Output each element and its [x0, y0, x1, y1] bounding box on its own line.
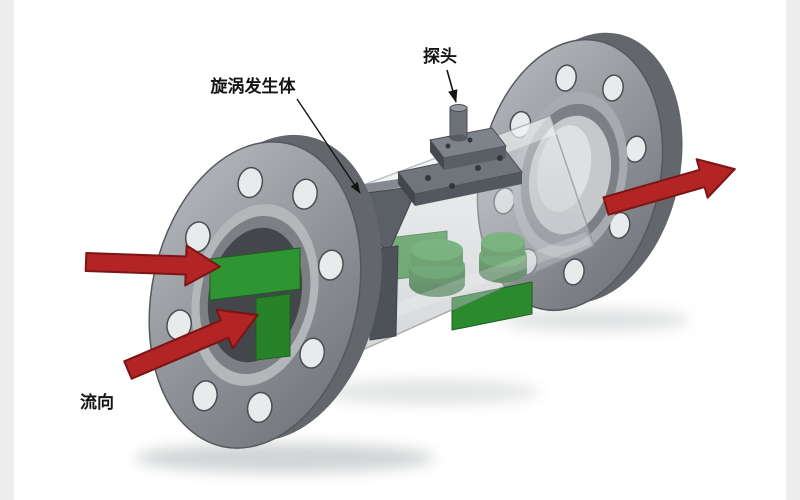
probe-label: 探头: [423, 46, 457, 66]
green-flow-duct-inlet: [209, 247, 301, 361]
sensor-bolts: [425, 137, 503, 189]
probe-cylinder: [449, 104, 468, 142]
vortex-generator-leader-line: [296, 98, 361, 194]
probe-leader-arrow: [446, 69, 458, 103]
ground-shadow: [135, 309, 690, 473]
flow-direction-label: 流向: [80, 392, 114, 412]
sensor-assembly: [397, 104, 523, 206]
vortex-generator-label: 旋涡发生体: [210, 76, 297, 96]
page-edge-right: [786, 0, 800, 500]
page-edge-left: [0, 0, 14, 500]
